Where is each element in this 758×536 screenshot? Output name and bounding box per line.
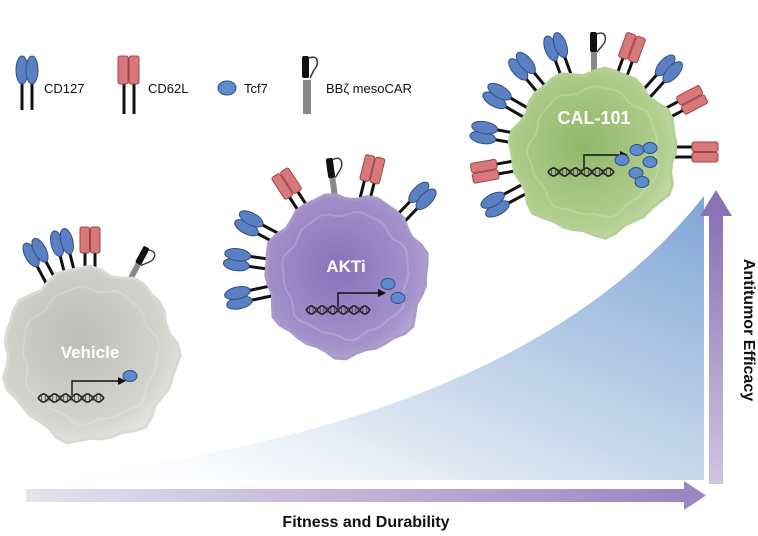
efficacy-axis-arrow bbox=[700, 190, 732, 484]
dna-strand-icon bbox=[305, 305, 371, 315]
cd62l-receptor bbox=[668, 141, 719, 163]
tcf7-protein bbox=[614, 154, 630, 166]
cd127-legend-icon bbox=[15, 55, 39, 110]
legend-label-cd62l: CD62L bbox=[148, 81, 188, 96]
cell-texture bbox=[281, 210, 410, 342]
legend-label-cd127: CD127 bbox=[44, 81, 84, 96]
cell-label: AKTi bbox=[326, 257, 365, 276]
legend-label-tcf7: Tcf7 bbox=[244, 81, 268, 96]
fitness-axis-arrow bbox=[26, 481, 706, 510]
y-axis-label: Antitumor Efficacy bbox=[740, 259, 757, 401]
cd62l-legend-icon bbox=[117, 55, 140, 114]
tcf7-legend-icon bbox=[217, 80, 237, 96]
cell-akti: AKTi bbox=[222, 154, 437, 361]
tcf7-protein bbox=[380, 278, 396, 290]
cell-label: CAL-101 bbox=[557, 108, 630, 128]
tcf7-protein bbox=[122, 370, 138, 382]
legend: CD127 CD62L Tcf7 BBζ mesoCAR bbox=[15, 55, 412, 114]
dna-strand-icon bbox=[37, 393, 105, 403]
cd127-receptor bbox=[50, 228, 78, 281]
promoter-arrow bbox=[71, 377, 126, 395]
cd127-receptor bbox=[234, 210, 286, 247]
cell-body bbox=[507, 66, 678, 240]
promoter-arrow bbox=[337, 289, 386, 307]
dna-strand-icon bbox=[547, 167, 615, 177]
tcf7-protein bbox=[390, 292, 406, 304]
cell-texture bbox=[525, 85, 660, 219]
car-legend-icon bbox=[302, 56, 319, 114]
x-axis-label: Fitness and Durability bbox=[282, 514, 449, 531]
car-receptor bbox=[590, 32, 607, 78]
tcf7-protein bbox=[642, 142, 658, 154]
cell-texture bbox=[22, 285, 161, 427]
cd127-receptor bbox=[508, 51, 552, 100]
legend-label-car: BBζ mesoCAR bbox=[326, 81, 412, 96]
tcf7-protein bbox=[642, 156, 658, 168]
tcf7-protein bbox=[634, 176, 650, 188]
efficacy-gradient-wedge bbox=[28, 196, 704, 480]
cell-vehicle: Vehicle bbox=[1, 226, 182, 445]
cd127-receptor bbox=[543, 32, 575, 85]
tcf7-protein bbox=[629, 144, 645, 156]
cell-cal101: CAL-101 bbox=[469, 32, 719, 240]
cd62l-receptor bbox=[271, 167, 313, 219]
cell-label: Vehicle bbox=[61, 343, 120, 362]
cell-body bbox=[264, 193, 429, 361]
